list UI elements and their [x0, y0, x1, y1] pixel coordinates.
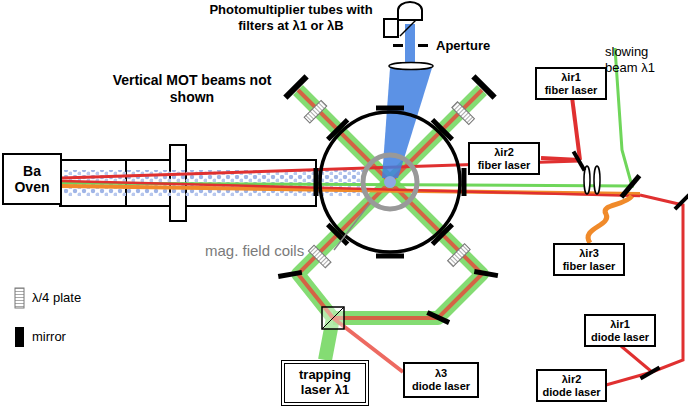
beam-mirrors-part — [619, 174, 641, 199]
slowing-and-repump-beams-part — [62, 181, 640, 196]
vacuum-chamber-part — [384, 176, 396, 188]
vacuum-chamber-part — [320, 112, 460, 252]
quarter-wave-plates-part — [452, 102, 475, 125]
box-label: λir2 — [562, 373, 582, 386]
slowing-and-repump-beams-part — [588, 196, 632, 243]
mot-mirrors-part — [278, 270, 303, 279]
beam-mirrors-part — [572, 150, 586, 171]
vacuum-chamber — [316, 108, 464, 256]
laser-box: Ba Oven — [2, 153, 62, 205]
beam-mirrors-part — [674, 194, 688, 211]
chamber-port — [432, 224, 452, 244]
vacuum-chamber-part — [363, 155, 417, 209]
quarter-wave-plates — [304, 100, 474, 267]
slowing-and-repump-beams — [60, 48, 683, 385]
mot-mirrors-part — [471, 74, 496, 99]
chamber-port — [376, 254, 404, 259]
quarter-wave-plates-part — [308, 245, 331, 268]
legend-text: mirror — [32, 329, 66, 345]
mot-mirrors-part — [474, 269, 499, 278]
chamber-port — [376, 106, 404, 111]
laser-box: trapping laser λ1 — [281, 360, 369, 406]
annotation-label: mag. field coils — [205, 242, 335, 260]
chamber-port — [314, 168, 319, 196]
beam-splitter-cube — [322, 307, 344, 329]
lenses-part — [594, 166, 600, 194]
laser-box: λir1fiber laser — [535, 67, 607, 100]
box-label: λir1 — [561, 71, 581, 84]
chamber-port — [432, 120, 452, 140]
box-label: fiber laser — [563, 260, 616, 273]
box-label: diode laser — [412, 380, 470, 393]
box-label: fiber laser — [545, 84, 598, 97]
fluorescence-path-part — [398, 2, 422, 20]
chamber-port — [328, 120, 348, 140]
box-label: λir3 — [579, 247, 599, 260]
mot-mirrors — [278, 74, 499, 325]
box-label: trapping laser λ1 — [288, 368, 362, 398]
beam-splitter-cube-part — [322, 307, 344, 329]
box-label: Ba Oven — [7, 163, 57, 195]
slowing-and-repump-beams-part — [572, 97, 580, 160]
annotation-label: Aperture — [436, 38, 506, 54]
laser-box: λir2diode laser — [536, 369, 607, 402]
quarter-wave-plates-part — [448, 244, 471, 267]
fluorescence-path-part — [405, 24, 415, 68]
box-label: diode laser — [591, 331, 649, 344]
chamber-port — [462, 168, 467, 196]
legend-samples-part — [15, 327, 24, 347]
slowing-and-repump-beams-part — [541, 158, 580, 160]
quarter-wave-plates-part — [304, 100, 327, 123]
coil-leader-line — [334, 203, 370, 250]
beam-splitter-cube-part — [322, 307, 344, 329]
box-label: fiber laser — [478, 159, 531, 172]
legend-text: λ/4 plate — [32, 290, 81, 306]
fluorescence-path-part — [393, 44, 403, 47]
annotation-label: slowing beam λ1 — [605, 44, 677, 75]
laser-box: λir1diode laser — [584, 314, 656, 347]
box-label: diode laser — [542, 386, 600, 399]
laser-box: λir2fiber laser — [468, 142, 540, 175]
legend-samples-part — [15, 288, 24, 308]
fluorescence-path — [382, 2, 433, 178]
laser-box: λ3diode laser — [403, 362, 479, 398]
fluorescence-path-part — [384, 19, 398, 37]
box-label: λ3 — [435, 367, 447, 380]
mot-mirrors-part — [426, 310, 450, 325]
box-label: λir2 — [494, 146, 514, 159]
annotation-label: Vertical MOT beams not shown — [112, 72, 272, 106]
lenses — [584, 166, 600, 194]
slowing-and-repump-beams-part — [60, 48, 632, 186]
annotation-label: Photomultiplier tubes with filters at λ1… — [200, 2, 382, 33]
laser-box: λir3fiber laser — [553, 243, 625, 276]
mot-mirrors-part — [283, 74, 308, 99]
slowing-and-repump-beams-part — [621, 346, 652, 372]
legend-samples — [15, 288, 24, 347]
beam-mirrors-part — [639, 366, 660, 380]
chamber-port — [328, 224, 348, 244]
fluorescence-path-part — [418, 44, 428, 47]
fluorescence-path-part — [389, 63, 433, 70]
box-label: λir1 — [610, 318, 630, 331]
